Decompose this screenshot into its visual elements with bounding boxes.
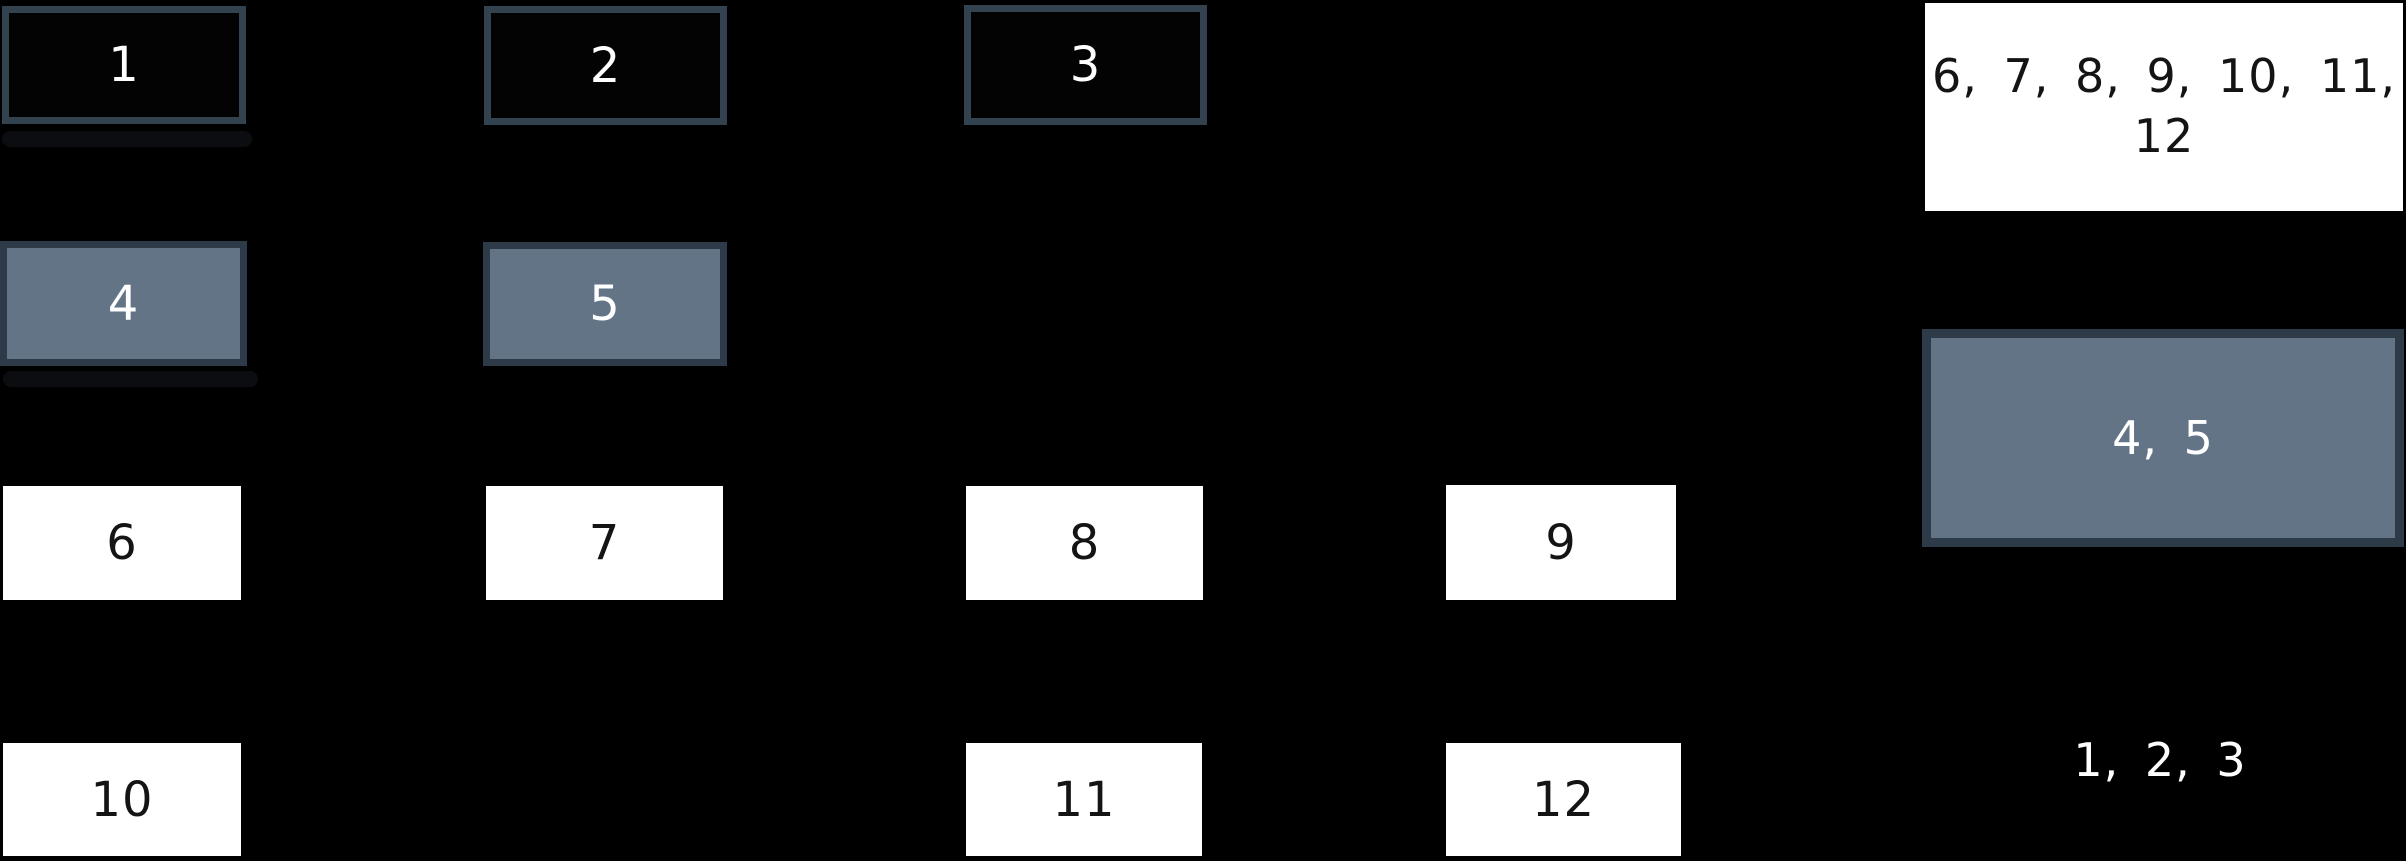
- box-label: 5: [589, 276, 621, 332]
- answer-card-label: 4, 5: [2112, 411, 2214, 465]
- diagram-box-10[interactable]: 10: [3, 743, 241, 856]
- diagram-box-3[interactable]: 3: [964, 5, 1207, 125]
- diagram-box-7[interactable]: 7: [486, 486, 723, 600]
- box-label: 12: [1531, 771, 1596, 828]
- diagram-box-2[interactable]: 2: [484, 6, 727, 125]
- box-label: 10: [90, 771, 154, 828]
- diagram-box-12[interactable]: 12: [1446, 743, 1681, 856]
- box-label: 7: [588, 515, 621, 571]
- illegible-dark-text: [2, 131, 252, 147]
- answer-card-6-7-8-9-10-11-12[interactable]: 6, 7, 8, 9, 10, 11, 12: [1925, 3, 2403, 211]
- box-label: 8: [1068, 515, 1101, 571]
- diagram-box-9[interactable]: 9: [1446, 485, 1676, 600]
- answer-label-1-2-3[interactable]: 1, 2, 3: [2073, 733, 2247, 787]
- box-label: 3: [1069, 37, 1102, 93]
- diagram-box-4[interactable]: 4: [0, 241, 247, 366]
- diagram-box-1[interactable]: 1: [2, 6, 246, 124]
- illegible-dark-text: [3, 371, 258, 387]
- diagram-box-11[interactable]: 11: [966, 743, 1202, 856]
- box-label: 6: [106, 515, 138, 571]
- answer-card-4-5[interactable]: 4, 5: [1922, 329, 2404, 547]
- diagram-box-6[interactable]: 6: [3, 486, 241, 600]
- answer-card-label: 6, 7, 8, 9, 10, 11, 12: [1932, 49, 2396, 163]
- box-label: 4: [107, 275, 140, 332]
- box-label: 1: [108, 37, 140, 93]
- box-label: 2: [589, 37, 622, 94]
- diagram-box-5[interactable]: 5: [483, 242, 727, 366]
- box-label: 9: [1545, 514, 1577, 571]
- diagram-box-8[interactable]: 8: [966, 486, 1203, 600]
- box-label: 11: [1052, 771, 1116, 828]
